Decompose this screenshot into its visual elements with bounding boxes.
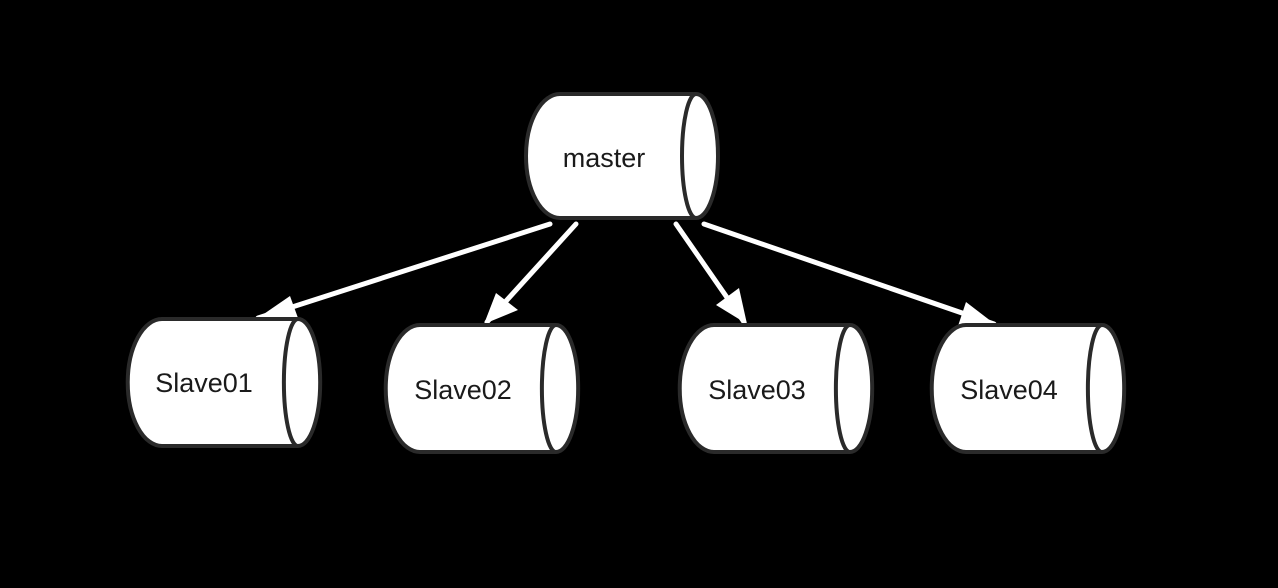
node-label: Slave03 [708, 375, 806, 405]
cylinder-end [680, 92, 697, 220]
cylinder-end [833, 323, 851, 454]
arrowhead-slave01 [258, 296, 298, 318]
node-slave03[interactable]: Slave03 [677, 323, 875, 454]
arrowhead-slave04 [958, 302, 996, 326]
arrowhead-slave03 [716, 288, 747, 324]
cylinder-end [1085, 323, 1103, 454]
node-master[interactable]: master [524, 92, 720, 220]
node-slave04[interactable]: Slave04 [929, 323, 1127, 454]
node-label: master [563, 143, 646, 173]
node-label: Slave02 [414, 375, 512, 405]
cylinder-end [281, 317, 299, 448]
node-slave01[interactable]: Slave01 [125, 317, 323, 448]
cylinder-end [539, 323, 557, 454]
node-label: Slave04 [960, 375, 1058, 405]
arrowhead-slave02 [484, 293, 518, 324]
node-label: Slave01 [155, 368, 253, 398]
edge-master-slave04 [701, 221, 997, 327]
node-slave02[interactable]: Slave02 [383, 323, 581, 454]
edge-master-slave01 [255, 221, 553, 321]
edges [255, 221, 997, 327]
